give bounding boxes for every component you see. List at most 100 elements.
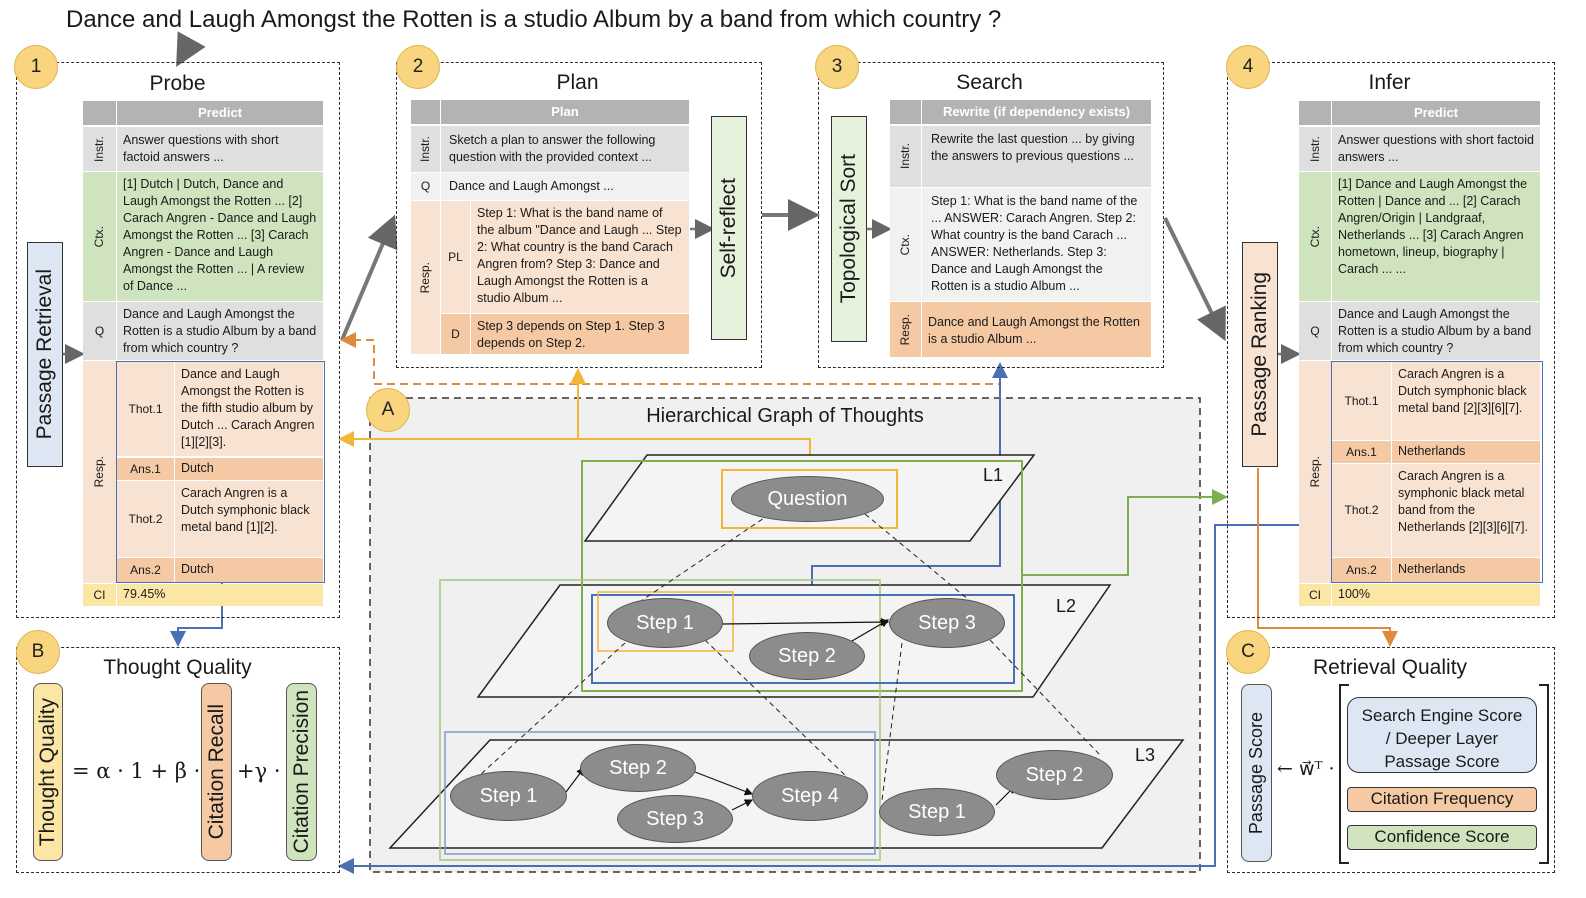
hierarchy-links: [479, 513, 1101, 801]
green-outline-l3: [439, 579, 881, 861]
probe-thot1: Dance and Laugh Amongst the Rotten is th…: [175, 362, 323, 456]
search-header: Rewrite (if dependency exists): [922, 100, 1151, 124]
badge-b: B: [16, 630, 60, 674]
probe-thot2: Carach Angren is a Dutch symphonic black…: [175, 481, 323, 557]
search-engine-score: Search Engine Score / Deeper Layer Passa…: [1347, 697, 1537, 773]
search-resp-label: Resp.: [890, 302, 921, 357]
search-instr-label: Instr.: [890, 126, 921, 187]
self-reflect-label: Self-reflect: [717, 177, 740, 279]
level-l3-label: L3: [1135, 745, 1156, 765]
topological-sort-box: Topological Sort: [831, 116, 867, 342]
search-panel: [818, 62, 1164, 368]
thought-quality-lhs: Thought Quality: [36, 697, 59, 847]
thought-quality-panel: [16, 647, 340, 873]
passage-score-label: Passage Score: [1246, 711, 1266, 835]
infer-thot2: Carach Angren is a symphonic black metal…: [1392, 464, 1540, 557]
orange-connector-c: [1257, 468, 1398, 647]
node-l2-step3: Step 3: [889, 598, 1005, 648]
bracket-right: [1539, 684, 1549, 864]
infer-title: Infer: [1368, 71, 1411, 94]
infer-response-outline: [1331, 361, 1543, 583]
badge-1: 1: [14, 45, 58, 89]
green-connector-infer: [1023, 489, 1228, 576]
plan-q: Dance and Laugh Amongst ...: [441, 173, 689, 200]
infer-q-label: Q: [1299, 302, 1331, 360]
orange-dashed-feedback: [340, 332, 1001, 385]
infer-ans1: Netherlands: [1392, 441, 1540, 463]
question-title: Dance and Laugh Amongst the Rotten is a …: [66, 6, 1002, 33]
node-l3b-step1: Step 1: [879, 788, 995, 836]
level-l2-label: L2: [1056, 596, 1077, 616]
node-l2-step1: Step 1: [607, 598, 723, 648]
passage-score-box: Passage Score: [1241, 684, 1272, 862]
self-reflect-box: Self-reflect: [711, 116, 747, 340]
node-l3a-step2: Step 2: [580, 744, 696, 792]
probe-title: Probe: [149, 72, 206, 95]
probe-instr: Answer questions with short factoid answ…: [117, 127, 323, 171]
probe-thot2-label: Thot.2: [117, 481, 174, 557]
search-ctx: Step 1: What is the band name of the ...…: [922, 188, 1151, 301]
infer-ans2: Netherlands: [1392, 558, 1540, 582]
badge-2: 2: [396, 45, 440, 89]
probe-ans2-label: Ans.2: [117, 558, 174, 582]
badge-4: 4: [1226, 45, 1270, 89]
search-title: Search: [956, 71, 1023, 94]
infer-header-side: [1299, 101, 1331, 125]
level-l1-label: L1: [983, 465, 1004, 485]
probe-ci-label: CI: [83, 584, 116, 606]
badge-c: C: [1226, 630, 1270, 674]
plan-pl-label: PL: [441, 201, 470, 313]
arrow-search-infer: [1163, 217, 1226, 342]
plan-panel: [396, 62, 762, 368]
plan-header-side: [411, 100, 440, 124]
node-question: Question: [731, 476, 884, 522]
retrieval-quality-title: Retrieval Quality: [1312, 656, 1468, 679]
infer-ctx-label: Ctx.: [1299, 172, 1331, 301]
infer-ans2-label: Ans.2: [1332, 558, 1391, 582]
plan-resp-label: Resp.: [411, 201, 440, 354]
probe-response-outline: [116, 361, 325, 583]
citation-precision-box: Citation Precision: [286, 683, 317, 861]
node-l2-step2: Step 2: [749, 632, 865, 680]
thought-quality-eq1: = α · 1 + β ·: [72, 759, 201, 783]
plan-d: Step 3 depends on Step 1. Step 3 depends…: [471, 314, 689, 354]
probe-header-side: [83, 101, 116, 125]
yellow-outline-question: [721, 469, 898, 529]
probe-ans1-label: Ans.1: [117, 458, 174, 480]
blue-outline-l2: [591, 594, 1015, 684]
passage-ranking-box: Passage Ranking: [1242, 242, 1278, 467]
citation-recall-box: Citation Recall: [201, 683, 232, 861]
plan-q-label: Q: [411, 173, 440, 200]
node-l3a-step3: Step 3: [617, 795, 733, 843]
yellow-outline-step1: [597, 591, 734, 652]
infer-instr-label: Instr.: [1299, 127, 1331, 171]
retrieval-quality-panel: [1227, 647, 1555, 873]
confidence-score: Confidence Score: [1347, 825, 1537, 850]
infer-q: Dance and Laugh Amongst the Rotten is a …: [1332, 302, 1540, 360]
infer-ans1-label: Ans.1: [1332, 441, 1391, 463]
passage-ranking-label: Passage Ranking: [1248, 272, 1271, 437]
infer-instr: Answer questions with short factoid answ…: [1332, 127, 1540, 171]
search-resp: Dance and Laugh Amongst the Rotten is a …: [922, 302, 1151, 357]
passage-retrieval-box: Passage Retrieval: [27, 242, 63, 467]
hgot-title: Hierarchical Graph of Thoughts: [646, 405, 924, 427]
bracket-left: [1339, 684, 1349, 864]
probe-q-label: Q: [83, 302, 116, 360]
probe-q: Dance and Laugh Amongst the Rotten is a …: [117, 302, 323, 360]
probe-header: Predict: [117, 101, 323, 125]
plan-d-label: D: [441, 314, 470, 354]
infer-thot1: Carach Angren is a Dutch symphonic black…: [1392, 362, 1540, 440]
thought-quality-lhs-box: Thought Quality: [33, 683, 63, 861]
search-ctx-label: Ctx.: [890, 188, 921, 301]
probe-resp-label: Resp.: [83, 361, 116, 583]
plan-title: Plan: [556, 71, 599, 94]
probe-ans2: Dutch: [175, 558, 323, 582]
node-l3a-step4: Step 4: [752, 771, 868, 821]
search-instr: Rewrite the last question ... by giving …: [922, 126, 1151, 187]
citation-recall-label: Citation Recall: [204, 704, 228, 840]
plan-instr-label: Instr.: [411, 126, 440, 172]
blue-outline-l3: [444, 731, 876, 855]
probe-thot1-label: Thot.1: [117, 362, 174, 456]
citation-frequency: Citation Frequency: [1347, 787, 1537, 812]
topological-sort-label: Topological Sort: [837, 154, 860, 304]
